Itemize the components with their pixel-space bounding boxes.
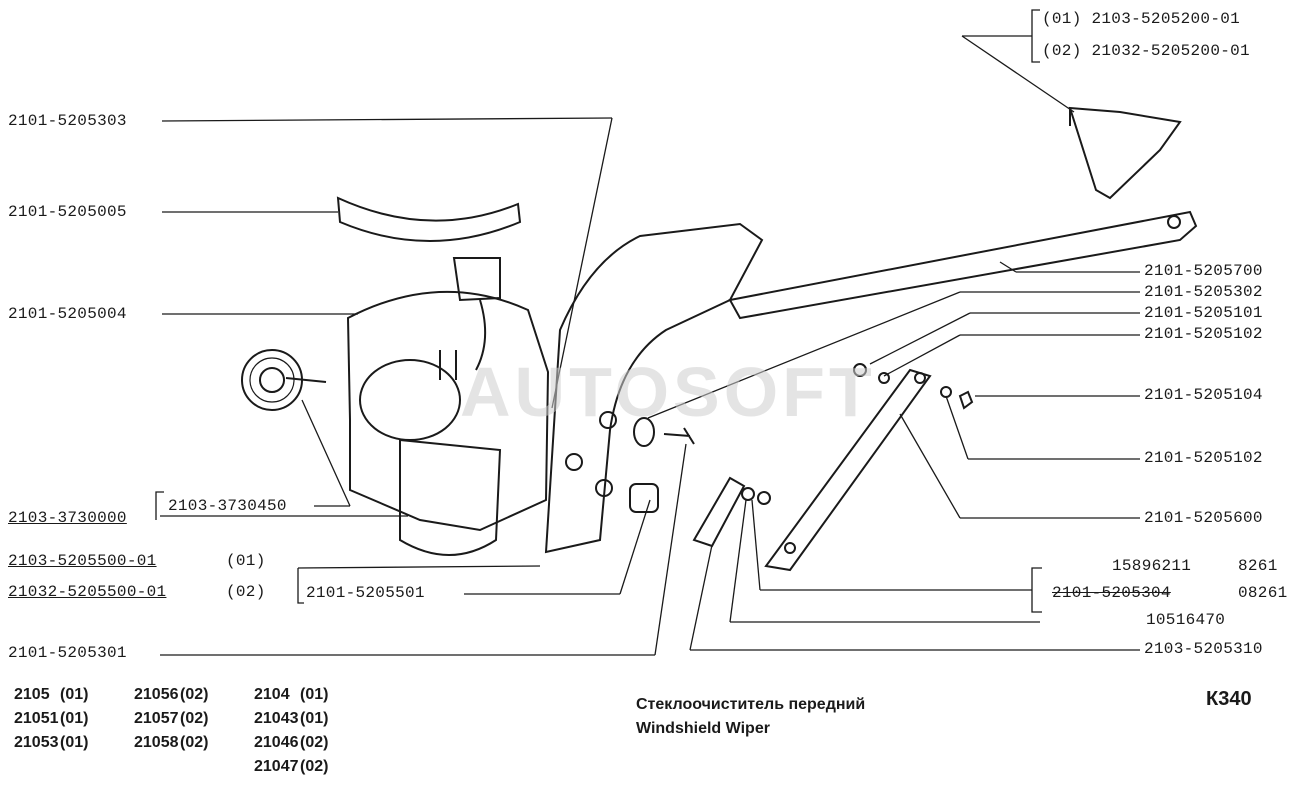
model-cell: (01)	[60, 734, 89, 751]
model-applicability-table: 2105 (01) 21056 (02) 2104 (01) 21051 (01…	[14, 683, 360, 779]
callout-label: 2101-5205102	[1144, 449, 1263, 467]
model-cell: 21051	[14, 710, 59, 727]
model-cell: 21047	[254, 758, 299, 775]
callout-label: 2103-5205310	[1144, 640, 1263, 658]
callout-label: 2101-5205004	[8, 305, 127, 323]
model-cell: 21057	[134, 710, 179, 727]
callout-label: (02)	[226, 583, 266, 601]
model-cell: (02)	[300, 734, 329, 751]
model-cell: 21046	[254, 734, 299, 751]
callout-label: (01)	[226, 552, 266, 570]
variant-label-02: (02) 21032-5205200-01	[1042, 42, 1250, 60]
model-cell: (02)	[180, 710, 209, 727]
model-cell	[14, 755, 60, 779]
model-cell: 21058	[134, 734, 179, 751]
callout-label: 8261	[1238, 557, 1278, 575]
model-cell	[180, 755, 254, 779]
model-cell: (01)	[60, 710, 89, 727]
callout-label: 21032-5205500-01	[8, 583, 167, 601]
model-cell: 21053	[14, 734, 59, 751]
callout-label: 2101-5205304	[1052, 584, 1171, 602]
callout-label: 08261	[1238, 584, 1288, 602]
model-cell: 21056	[134, 686, 179, 703]
callout-label: 2101-5205303	[8, 112, 127, 130]
callout-label: 15896211	[1112, 557, 1192, 575]
model-cell	[60, 755, 134, 779]
diagram-caption: Стеклоочиститель передний Windshield Wip…	[636, 693, 865, 741]
callout-label: 2103-3730000	[8, 509, 127, 527]
model-cell: (01)	[300, 686, 329, 703]
callout-label: 2101-5205301	[8, 644, 127, 662]
variant-label-01: (01) 2103-5205200-01	[1042, 10, 1241, 28]
model-cell: (02)	[180, 734, 209, 751]
callout-label: 2101-5205005	[8, 203, 127, 221]
model-cell: (02)	[300, 758, 329, 775]
callout-label: 2103-5205500-01	[8, 552, 157, 570]
model-cell: (02)	[180, 686, 209, 703]
callout-label: 2101-5205700	[1144, 262, 1263, 280]
watermark: AUTOSOFT	[460, 353, 876, 431]
page-code: К340	[1206, 688, 1252, 710]
callout-label: 2101-5205102	[1144, 325, 1263, 343]
callout-label: 2101-5205501	[306, 584, 425, 602]
caption-ru: Стеклоочиститель передний	[636, 696, 866, 713]
callout-label: 10516470	[1146, 611, 1226, 629]
callout-label: 2101-5205600	[1144, 509, 1263, 527]
callout-label: 2103-3730450	[168, 497, 287, 515]
model-cell: 2105	[14, 686, 50, 703]
model-cell: (01)	[300, 710, 329, 727]
caption-en: Windshield Wiper	[636, 720, 770, 737]
callout-label: 2101-5205101	[1144, 304, 1263, 322]
callout-label: 2101-5205302	[1144, 283, 1263, 301]
model-cell: (01)	[60, 686, 89, 703]
model-cell	[134, 755, 180, 779]
callout-label: 2101-5205104	[1144, 386, 1263, 404]
model-cell: 2104	[254, 686, 290, 703]
model-cell: 21043	[254, 710, 299, 727]
